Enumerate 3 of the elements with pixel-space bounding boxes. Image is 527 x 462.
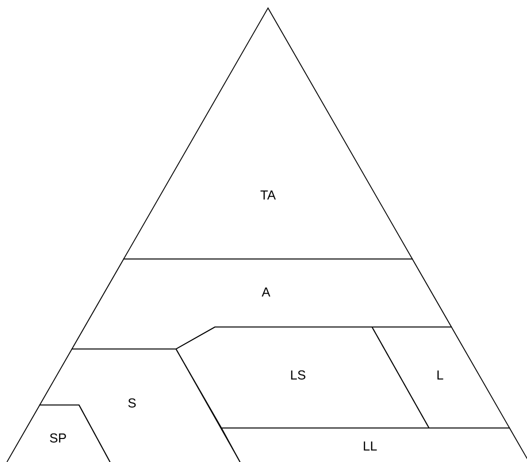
region: LL <box>220 428 527 462</box>
region: SP <box>6 404 110 462</box>
region: A <box>71 258 452 350</box>
